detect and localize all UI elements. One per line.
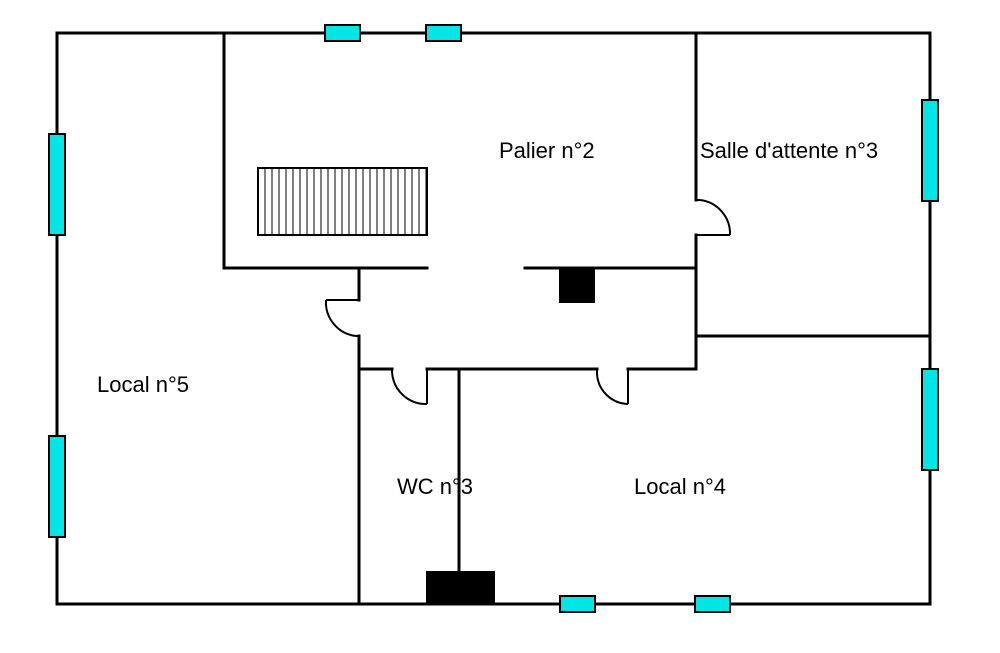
label-local5: Local n°5 — [97, 372, 189, 397]
window-right-2 — [921, 368, 939, 471]
duct-block — [426, 571, 495, 605]
window-left-2 — [48, 435, 66, 538]
door-salle-attente — [696, 199, 732, 236]
window-left-1 — [48, 133, 66, 236]
window-bottom-2 — [694, 595, 731, 613]
interior-walls — [222, 31, 932, 606]
label-salle-attente: Salle d'attente n°3 — [700, 138, 878, 163]
door-local5 — [324, 299, 359, 337]
room-labels: Palier n°2 Salle d'attente n°3 Local n°5… — [97, 138, 878, 499]
label-local4: Local n°4 — [634, 474, 726, 499]
window-top-2 — [425, 24, 462, 42]
door-wc — [391, 369, 428, 406]
label-palier: Palier n°2 — [499, 138, 595, 163]
window-top-1 — [324, 24, 361, 42]
door-local4 — [596, 369, 629, 405]
exterior-walls — [55, 31, 932, 606]
doors — [324, 199, 732, 406]
solid-blocks — [426, 269, 595, 605]
stair-steps — [264, 168, 427, 235]
window-bottom-1 — [559, 595, 596, 613]
windows — [48, 24, 939, 613]
pillar-block — [559, 269, 595, 303]
label-wc: WC n°3 — [397, 474, 473, 499]
staircase — [257, 167, 428, 236]
window-right-1 — [921, 99, 939, 202]
